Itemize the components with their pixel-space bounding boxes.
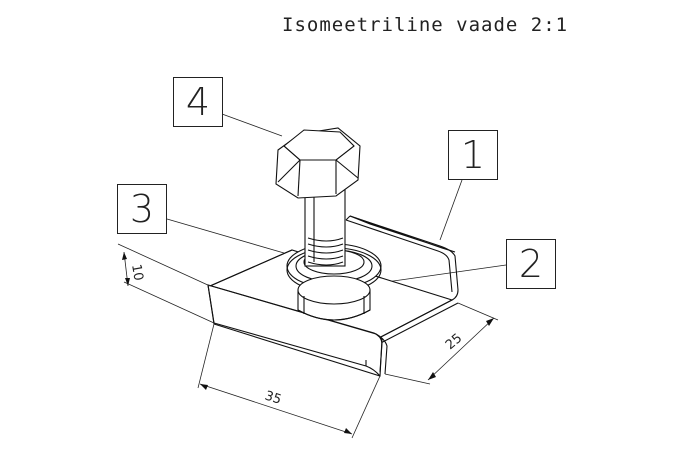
dimension-width-label: 25 [443,331,465,353]
spacer-part [297,275,371,321]
bolt-part [275,127,361,267]
dimension-height-label: 10 [128,263,146,282]
dimension-height: 10 [117,243,215,324]
callout-1: 1 [448,130,498,180]
dimension-length: 35 [197,323,381,439]
leader-line-3 [166,218,285,254]
dimension-length-label: 35 [263,389,283,408]
callout-4: 4 [173,77,223,127]
leader-line-4 [221,113,283,137]
leader-line-2 [371,264,507,285]
callout-2: 2 [506,239,556,289]
view-title: Isomeetriline vaade 2:1 [282,14,569,36]
callout-3: 3 [117,184,167,234]
leader-line-1 [439,179,463,241]
